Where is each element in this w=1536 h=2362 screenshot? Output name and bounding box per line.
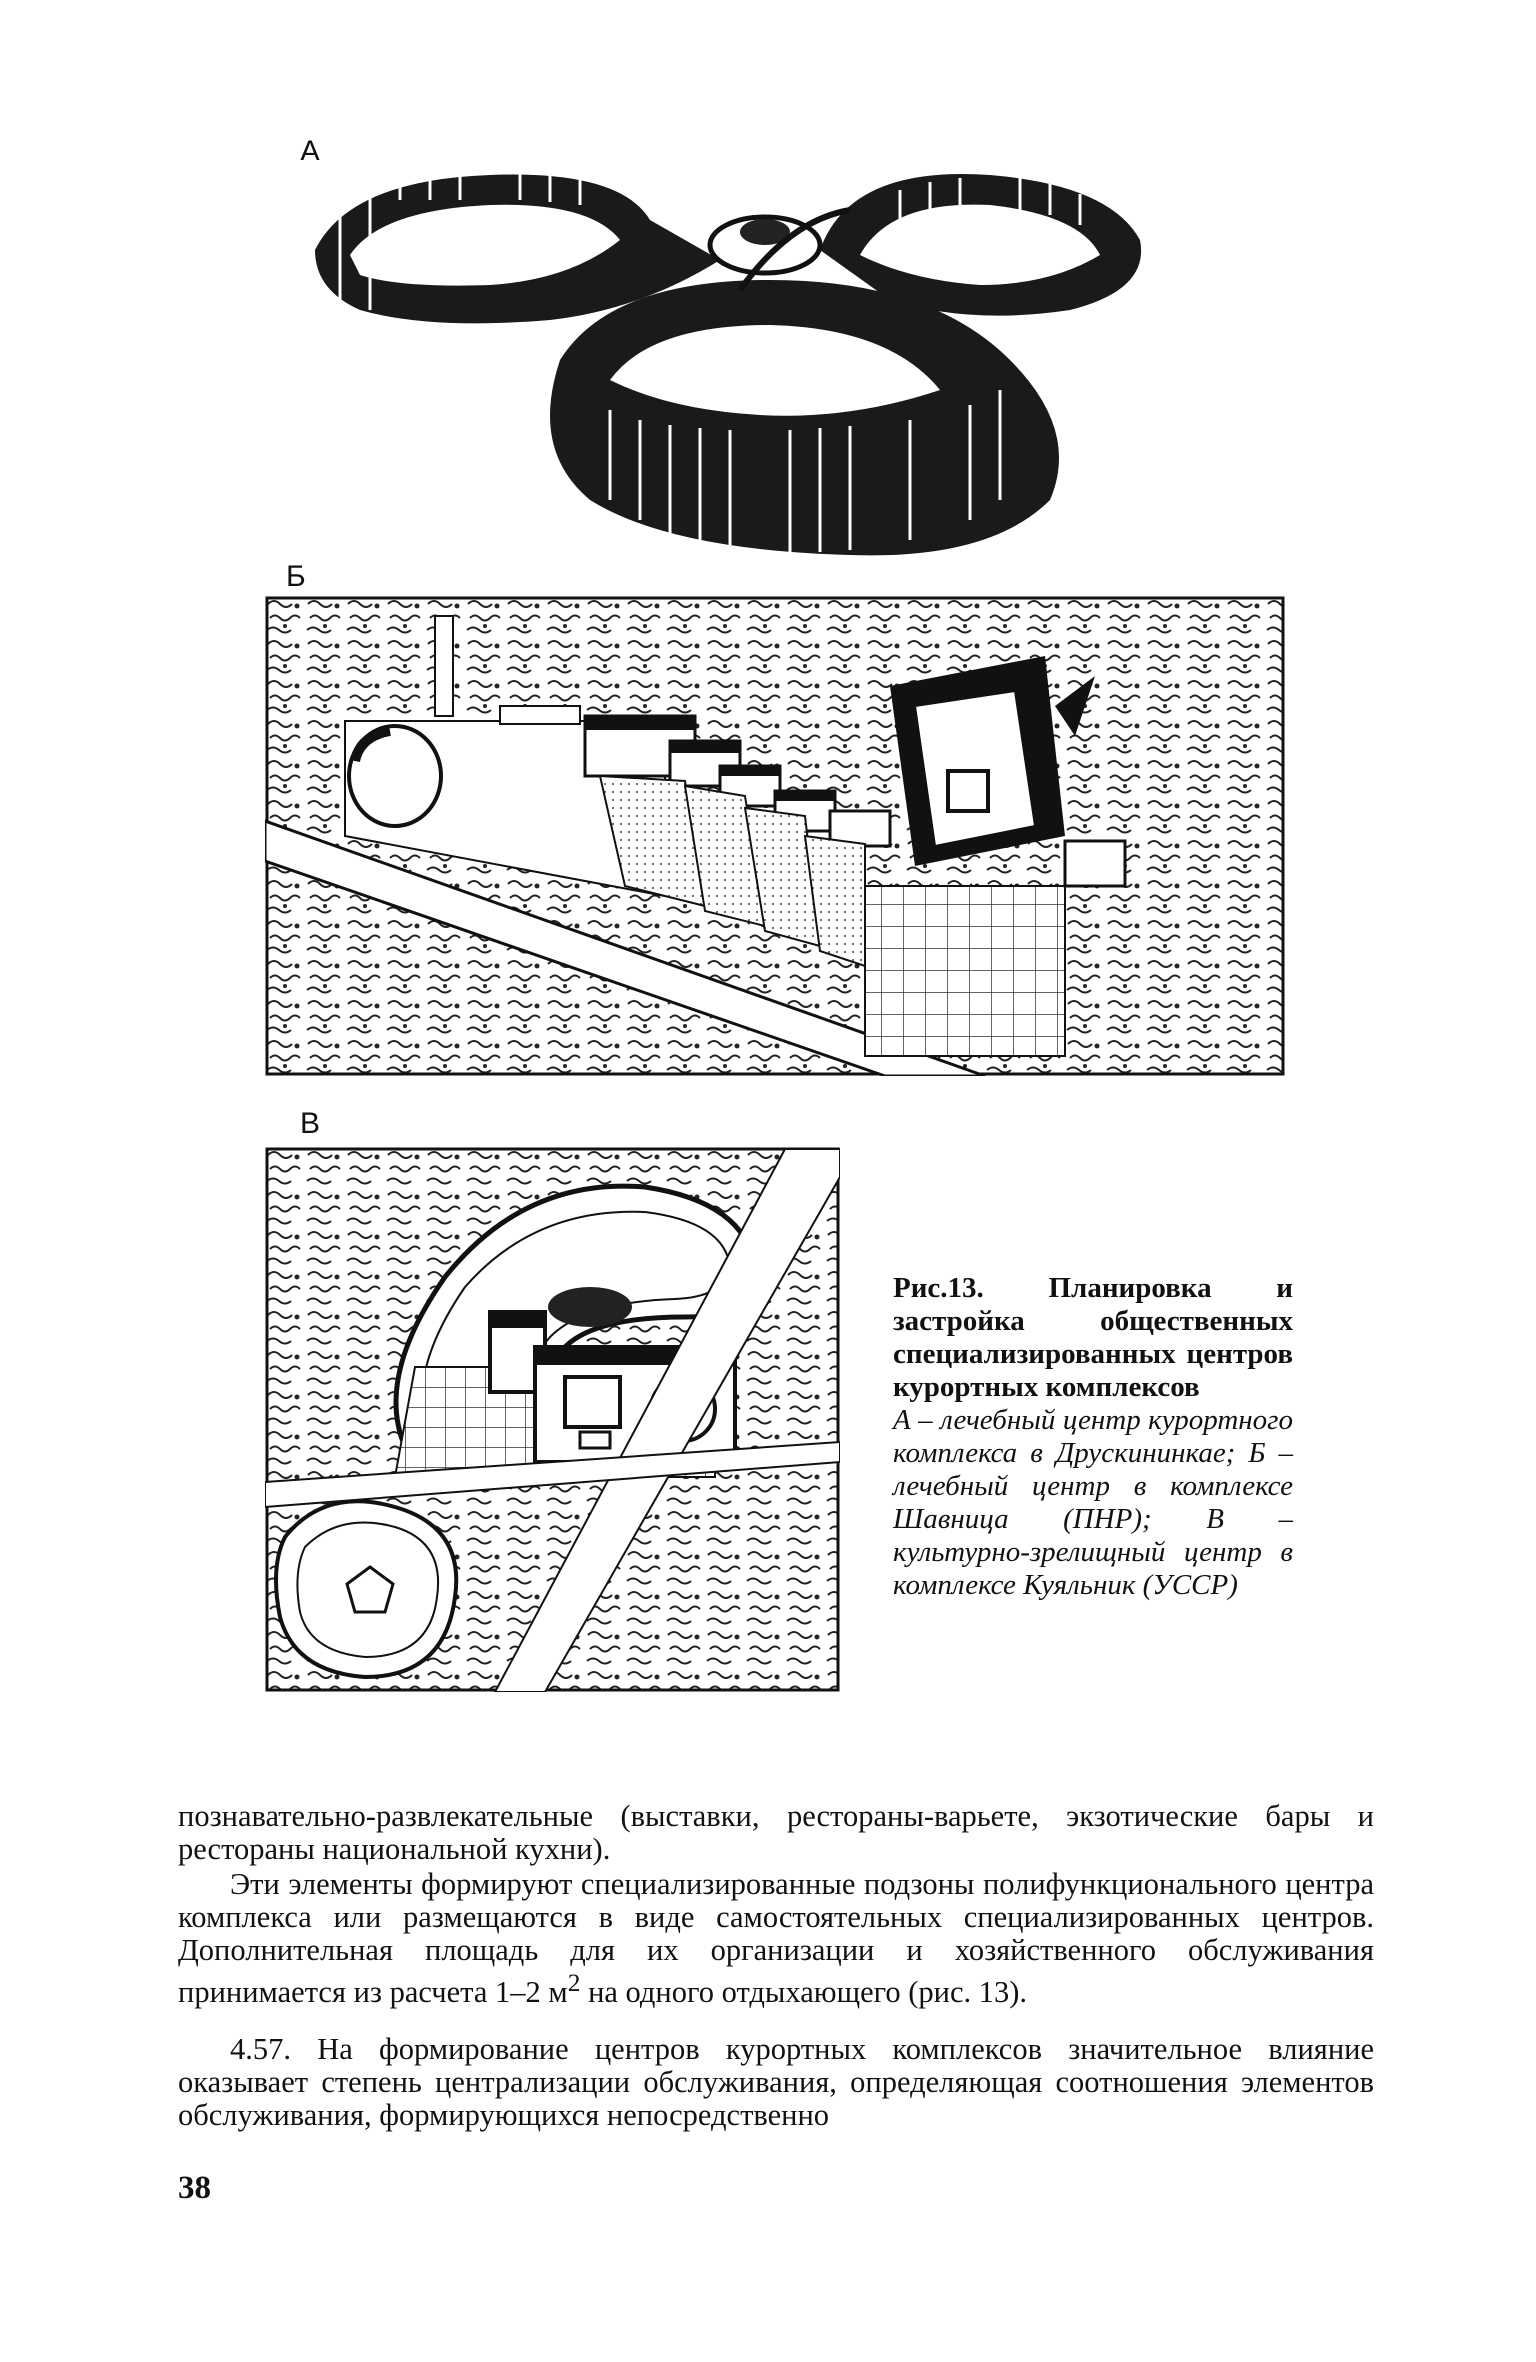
- figure-a-drawing: [290, 160, 1240, 580]
- figure-v-drawing: [265, 1147, 840, 1692]
- caption-title: Рис.13. Планировка и застройка обществен…: [893, 1272, 1293, 1403]
- paragraph-2-superscript: 2: [567, 1969, 581, 1997]
- figure-v-label: В: [300, 1107, 321, 1140]
- page-number: 38: [178, 2170, 211, 2206]
- paragraph-3: 4.57. На формирование центров курортных …: [178, 2032, 1374, 2132]
- paragraph-2: Эти элементы формируют специализированны…: [178, 1867, 1374, 2010]
- paragraph-2-text: Эти элементы формируют специализированны…: [178, 1867, 1374, 2010]
- figure-b-label: Б: [286, 560, 306, 593]
- paragraph-1: познавательно-развлекательные (выставки,…: [178, 1799, 1374, 1866]
- caption-description: А – лечебный центр курортного комплекса …: [893, 1404, 1293, 1601]
- paragraph-2-text-end: на одного отдыхающего (рис. 13).: [580, 1975, 1028, 2010]
- figure-a-label: А: [300, 135, 321, 168]
- figure-caption: Рис.13. Планировка и застройка обществен…: [893, 1272, 1293, 1602]
- figure-b-drawing: [265, 596, 1285, 1076]
